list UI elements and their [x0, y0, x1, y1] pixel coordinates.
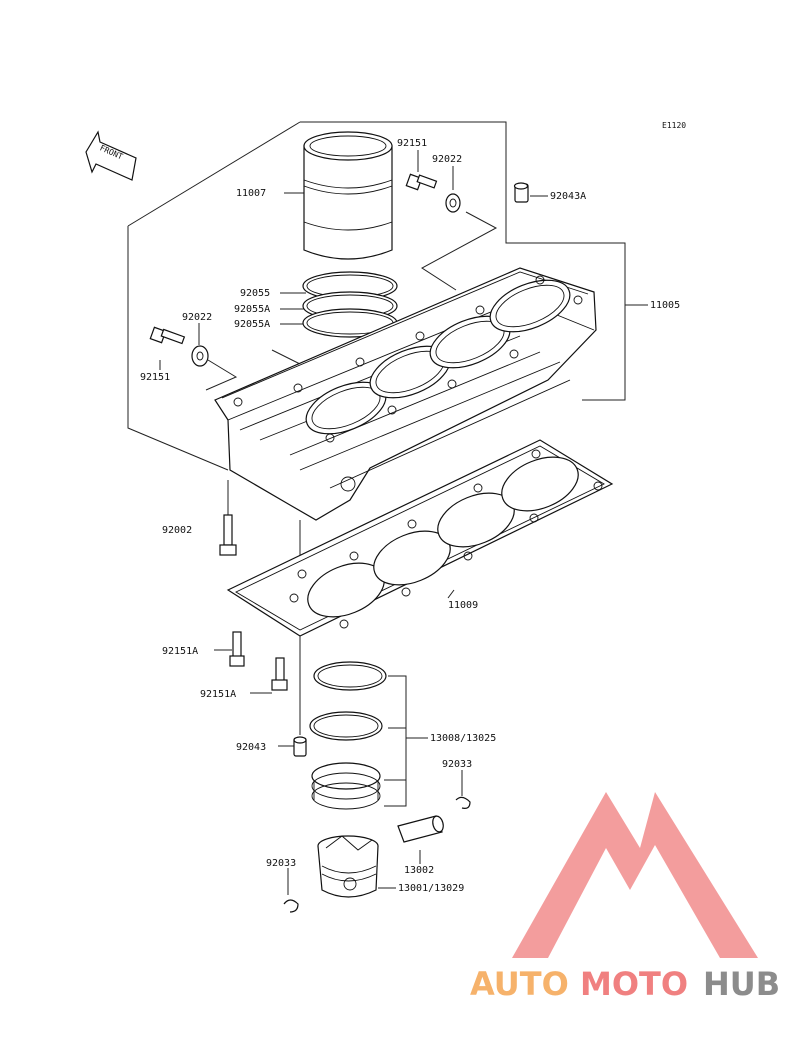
piston-rings [309, 661, 387, 810]
label-92151-left: 92151 [140, 372, 170, 383]
head-gasket [226, 439, 614, 637]
watermark-logo-icon [512, 792, 758, 958]
part-labels: 11007 92151 92022 92043A 92055 92055A 92… [140, 138, 680, 894]
bolt-92151-top [405, 173, 438, 191]
bolt-92151A-1 [229, 631, 245, 667]
leader-lines [127, 121, 648, 895]
dowel-92043A [513, 182, 529, 203]
diagram-code: E1120 [662, 121, 686, 130]
watermark-text: AUTO MOTO HUB [470, 965, 780, 1003]
circlip-92033-right [455, 796, 471, 809]
label-92043A: 92043A [550, 191, 586, 202]
bolt-92151A-2 [271, 657, 288, 691]
label-11009: 11009 [448, 600, 478, 611]
front-arrow-icon: FRONT [85, 130, 137, 181]
watermark-part1: AUTO [470, 965, 569, 1003]
cylinder-sleeve [303, 131, 393, 260]
label-92151A-2: 92151A [200, 689, 236, 700]
bolt-92151-left [149, 326, 186, 345]
label-11007: 11007 [236, 188, 266, 199]
label-11005: 11005 [650, 300, 680, 311]
washer-92022-top [445, 193, 461, 213]
watermark-part2: MOTO [580, 965, 688, 1003]
washer-92022-left [191, 345, 209, 367]
label-92151-top: 92151 [397, 138, 427, 149]
label-92033-right: 92033 [442, 759, 472, 770]
bolt-92002 [219, 514, 237, 556]
label-92033-left: 92033 [266, 858, 296, 869]
ring-set-92055 [302, 271, 398, 338]
label-92055: 92055 [240, 288, 270, 299]
label-13001-13029: 13001/13029 [398, 883, 464, 894]
piston [317, 835, 379, 898]
piston-pin [397, 815, 444, 843]
dowel-92043 [293, 736, 307, 757]
label-92022-left: 92022 [182, 312, 212, 323]
label-92055A-2: 92055A [234, 319, 270, 330]
label-92043: 92043 [236, 742, 266, 753]
label-92002: 92002 [162, 525, 192, 536]
watermark-part3: HUB [703, 965, 780, 1003]
label-92151A-1: 92151A [162, 646, 198, 657]
label-92055A-1: 92055A [234, 304, 270, 315]
label-92022-top: 92022 [432, 154, 462, 165]
cylinder-block [214, 267, 597, 521]
label-13002: 13002 [404, 865, 434, 876]
label-13008-13025: 13008/13025 [430, 733, 496, 744]
circlip-92033-left [283, 899, 299, 913]
